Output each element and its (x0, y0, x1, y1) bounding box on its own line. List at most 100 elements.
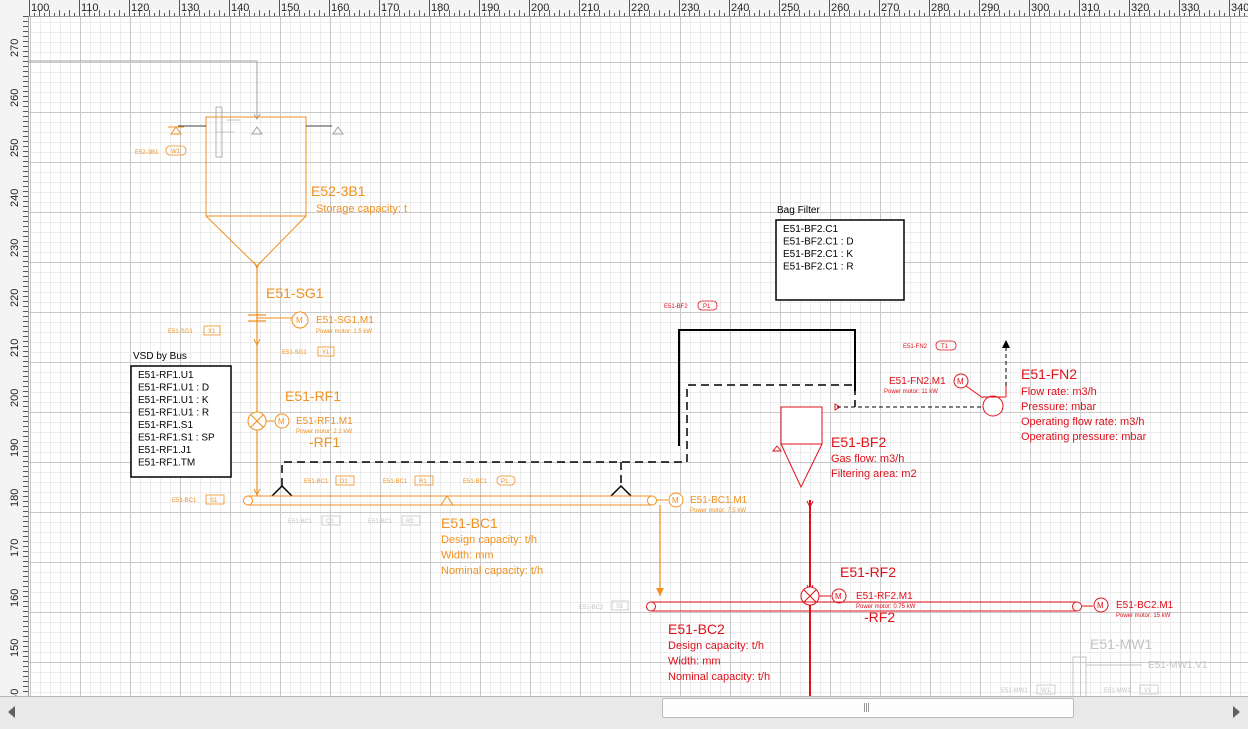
instrument-tag-box[interactable] (321, 515, 341, 526)
fan-e51-fn2[interactable] (982, 386, 1007, 417)
instrument-tag-box-label: Q1 (326, 519, 335, 525)
horizontal-scrollbar[interactable]: ||| (0, 696, 1248, 729)
ruler-left-label: 170 (9, 539, 21, 557)
ruler-left-label: 190 (9, 439, 21, 457)
rf2-motor-icon[interactable] (831, 588, 847, 604)
bc1-motor-icon[interactable] (668, 492, 684, 508)
rf1-tag: E51-RF1 (285, 388, 341, 404)
sg1-motor-label: E51-SG1.M1 (316, 315, 374, 326)
list-item: E51-BF2.C1 (783, 224, 838, 235)
ruler-top-label: 310 (1081, 2, 1099, 14)
drawing-canvas[interactable]: E52-3B1 W1 E52-3B1 Storage capacity: t E… (29, 17, 1248, 696)
ruler-top-label: 220 (631, 2, 649, 14)
scroll-right-arrow-icon[interactable] (1233, 706, 1240, 718)
bc1-motor-label: E51-BC1.M1 (690, 495, 748, 506)
mw1-motor-label: E51-MW1.V1 (1148, 660, 1208, 671)
rf1-motor-icon[interactable] (274, 413, 290, 429)
bc2-tag: E51-BC2 (668, 621, 725, 637)
rotary-feeder-e51-rf1[interactable] (247, 411, 274, 431)
ruler-top-label: 100 (31, 2, 49, 14)
sg1-motor-symbol: M (296, 316, 303, 325)
instrument-tag-small: E51-BC1 (383, 479, 408, 485)
silo-tag: E52-3B1 (311, 183, 366, 199)
bag-filter-box[interactable] (775, 219, 905, 301)
fn2-t1-tag-box[interactable] (935, 340, 957, 351)
instrument-tag-small: E51-BC1 (172, 498, 197, 504)
sg1-motor-icon[interactable] (291, 311, 309, 329)
fn2-t1-tag-small: E51-FN2 (903, 344, 928, 350)
rf1-motor-label: E51-RF1.M1 (296, 416, 353, 427)
sg1-x1-tag-box-label: X1 (208, 329, 216, 335)
ruler-top-label: 110 (81, 2, 99, 14)
silo-e52-3b1[interactable] (178, 106, 332, 267)
instrument-tag-small: E51-BC1 (368, 519, 393, 525)
flow-arrow-icon (253, 261, 261, 270)
belt-conveyor-e51-bc2[interactable] (646, 601, 1094, 612)
sg1-x1-tag-box[interactable] (203, 325, 221, 336)
instrument-tag-box[interactable] (414, 475, 434, 486)
list-item: E51-BF2.C1 : D (783, 237, 854, 248)
vent-duct-dashed[interactable] (281, 384, 856, 486)
vertical-ruler: 2702602502402302202102001901801701601501… (0, 16, 29, 696)
instrument-tag-box[interactable] (401, 515, 421, 526)
rf2-tag: E51-RF2 (840, 564, 896, 580)
bc1-motor-power: Power motor: 7.5 kW (690, 508, 746, 514)
feed-arrow-icon (253, 113, 261, 120)
instrument-tag-box-label: S1 (210, 498, 218, 504)
sg1-tag: E51-SG1 (266, 285, 324, 301)
rotary-feeder-e51-rf2[interactable] (800, 586, 831, 606)
ruler-top-label: 170 (381, 2, 399, 14)
ruler-left-label: 230 (9, 239, 21, 257)
belt-conveyor-e51-bc1[interactable] (243, 495, 669, 506)
bag-filter-title: Bag Filter (777, 205, 820, 216)
scroll-left-arrow-icon[interactable] (8, 706, 15, 718)
ruler-top-label: 260 (831, 2, 849, 14)
instrument-tag-box[interactable] (1139, 684, 1159, 695)
fn2-tag: E51-FN2 (1021, 366, 1077, 382)
bc2-s1-tag-box[interactable] (611, 600, 629, 611)
pickup-hood-left-icon (271, 484, 293, 497)
vsd-box[interactable] (130, 365, 232, 478)
instrument-tag-box[interactable] (335, 475, 355, 486)
list-item: Design capacity: t/h (668, 640, 764, 652)
load-cell-right-icon (332, 126, 344, 135)
list-item: E51-RF1.J1 (138, 445, 192, 456)
ruler-top-label: 190 (481, 2, 499, 14)
sg1-y1-tag-box[interactable] (317, 346, 335, 357)
bc2-motor-icon[interactable] (1093, 597, 1109, 613)
rf1-subtag: -RF1 (309, 434, 340, 450)
instrument-tag-box[interactable] (205, 494, 225, 505)
mixer-e51-mw1[interactable] (1072, 656, 1142, 696)
fn2-motor-link (965, 385, 984, 399)
bf2-p1-tag-box[interactable] (697, 300, 718, 311)
sg1-x1-tag-small: E51-SG1 (168, 329, 193, 335)
scrollbar-thumb[interactable]: ||| (662, 698, 1074, 718)
bag-filter-e51-bf2[interactable] (771, 406, 823, 489)
slide-gate-e51-sg1[interactable] (248, 314, 292, 322)
list-item: E51-RF1.U1 : R (138, 408, 209, 419)
ruler-left-label: 180 (9, 489, 21, 507)
list-item: E51-RF1.U1 : D (138, 383, 209, 394)
feed-line[interactable] (29, 60, 258, 118)
ruler-top-label: 250 (781, 2, 799, 14)
load-cell-mid-icon (251, 126, 263, 135)
fn2-motor-icon[interactable] (953, 373, 969, 389)
instrument-tag-box[interactable] (1036, 684, 1056, 695)
vent-duct-solid[interactable] (678, 329, 856, 446)
process-diagram[interactable]: E52-3B1 W1 E52-3B1 Storage capacity: t E… (29, 17, 1248, 696)
bf2-p1-tag-box-label: P1 (703, 304, 711, 310)
flow-arrow-icon (834, 403, 841, 411)
ruler-left-label: 260 (9, 89, 21, 107)
list-item: Pressure: mbar (1021, 401, 1097, 413)
list-item: E51-BF2.C1 : R (783, 262, 854, 273)
silo-tag-box[interactable] (165, 145, 187, 156)
instrument-tag-box[interactable] (496, 475, 516, 486)
rf1-motor-symbol: M (278, 417, 285, 426)
list-item: Operating flow rate: m3/h (1021, 416, 1145, 428)
ruler-left-label: 200 (9, 389, 21, 407)
